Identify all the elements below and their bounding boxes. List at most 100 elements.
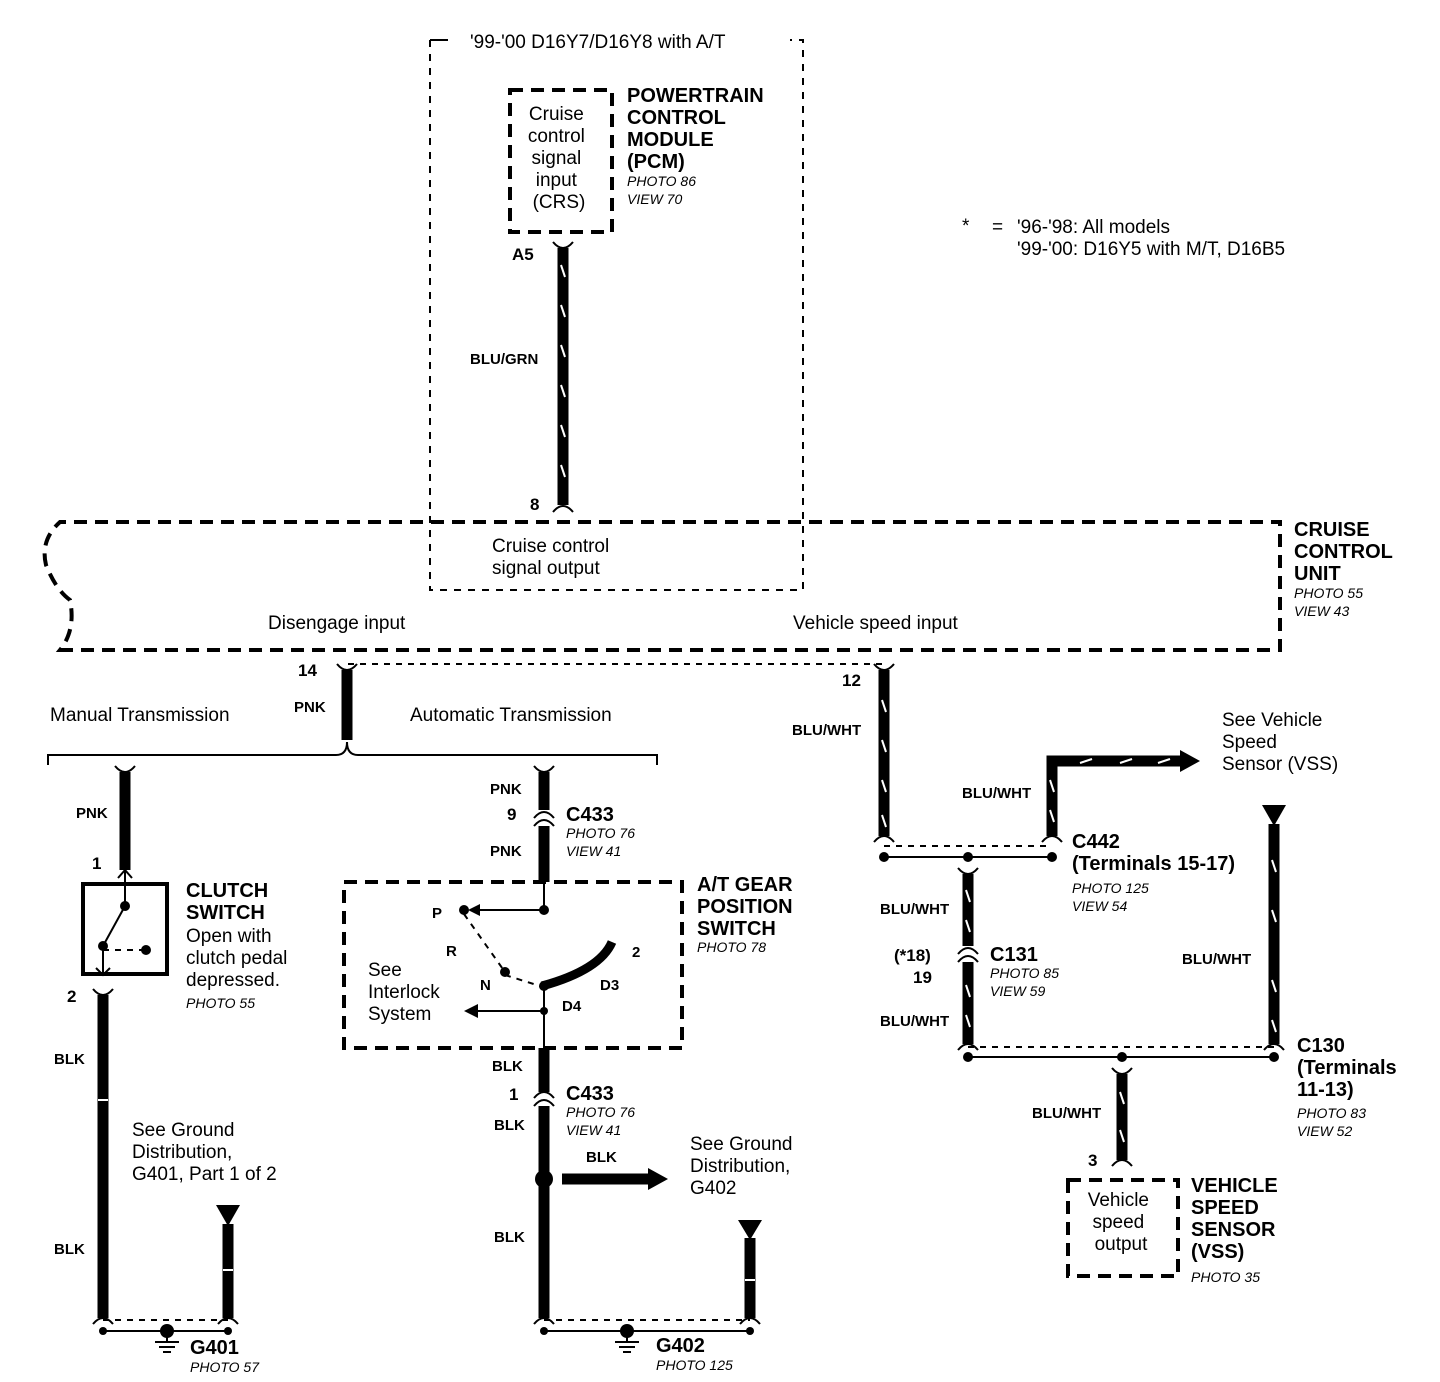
legend-equals: = [992,217,1003,238]
wire-label-blu-wht-3: BLU/WHT [880,901,949,918]
wire-label-blu-wht-1: BLU/WHT [792,722,861,739]
wire-label-blk-at-3: BLK [494,1229,525,1246]
c433-bot-refs: PHOTO 76 VIEW 41 [566,1104,639,1138]
vss-note: See Vehicle Speed Sensor (VSS) [1222,710,1338,775]
c433-top-pin-9: 9 [507,805,516,824]
c433-bot-pin-1: 1 [509,1085,518,1104]
wire-label-pnk-at-2: PNK [490,843,522,860]
ccu-signal-output-label: Cruise control signal output [492,536,615,579]
g401-reference-arrow [216,1205,240,1325]
pcm-inner-label: Cruise control signal input (CRS) [528,104,590,213]
ccu-pin-12: 12 [842,671,861,690]
wire-label-blu-wht-5: BLU/WHT [1182,951,1251,968]
wire-label-blu-grn: BLU/GRN [470,351,538,368]
c442-terminals: (Terminals 15-17) [1072,853,1235,875]
pcm-scope-box [429,39,804,591]
ccu-box [42,520,1282,652]
legend-line-1: '96-'98: All models [1017,217,1170,238]
ground-note-g401: See Ground Distribution, G401, Part 1 of… [132,1120,277,1185]
wire-label-pnk-main: PNK [294,699,326,716]
pcm-scope-label: '99-'00 D16Y7/D16Y8 with A/T [470,32,726,53]
ccu-pin-14: 14 [298,661,317,680]
pnk-clutch-wire [114,765,136,870]
pnk-at-wire [533,765,555,882]
c442-splice [879,852,1057,862]
gear-pos-r: R [446,943,457,960]
gear-pos-2: 2 [632,944,640,961]
clutch-switch-contacts [95,868,151,977]
g401-title: G401 [190,1337,239,1359]
wire-label-blk-g402: BLK [586,1149,617,1166]
gear-pos-d3: D3 [600,977,619,994]
interlock-note: See Interlock System [368,960,445,1025]
ccu-speed-input-label: Vehicle speed input [793,613,959,634]
c131-pin-alt: (*18) [894,946,931,965]
legend-line-2: '99-'00: D16Y5 with M/T, D16B5 [1017,239,1285,260]
g401-ref: PHOTO 57 [190,1359,260,1375]
c130-title: C130 [1297,1035,1345,1057]
transmission-bracket [47,741,658,765]
blu-wht-vss-wire [1111,1067,1133,1167]
c130-terminals: (Terminals 11-13) [1297,1057,1402,1101]
gear-switch-contacts [459,882,617,1048]
g401-ground-symbol [99,1324,232,1353]
vss-reference-wire-right [1262,805,1286,1051]
g402-title: G402 [656,1335,705,1357]
wire-label-blk-at-1: BLK [492,1058,523,1075]
clutch-switch-ref: PHOTO 55 [186,995,255,1011]
pcm-inner-box [508,88,614,234]
wire-label-blk-at-2: BLK [494,1117,525,1134]
wire-label-blu-wht-2: BLU/WHT [962,785,1031,802]
pcm-pin-a5: A5 [512,245,534,264]
wire-label-blk-clutch-1: BLK [54,1051,85,1068]
vss-inner-box [1066,1178,1180,1278]
gear-switch-ref: PHOTO 78 [697,939,766,955]
pnk-main-wire [336,663,358,740]
gear-pos-p: P [432,905,442,922]
blu-grn-wire [552,241,574,513]
gear-switch-title: A/T GEAR POSITION SWITCH [697,874,798,940]
wire-label-blu-wht-6: BLU/WHT [1032,1105,1101,1122]
gear-pos-n: N [480,977,491,994]
blu-wht-ccu-wire [873,663,895,843]
blu-wht-c131-wire [957,867,979,1051]
wire-label-blu-wht-4: BLU/WHT [880,1013,949,1030]
ccu-title: CRUISE CONTROL UNIT [1294,519,1398,585]
clutch-pin-1: 1 [92,854,101,873]
ground-note-g402: See Ground Distribution, G402 [690,1134,798,1199]
pcm-refs: PHOTO 86 VIEW 70 [627,173,700,207]
wire-label-blk-clutch-2: BLK [54,1241,85,1258]
c442-title: C442 [1072,831,1120,853]
clutch-pin-2: 2 [67,987,76,1006]
vss-inner-label: Vehicle speed output [1088,1190,1155,1255]
wire-label-pnk-at-1: PNK [490,781,522,798]
c433-bot-title: C433 [566,1083,614,1105]
c131-pin: 19 [913,968,932,987]
vss-title: VEHICLE SPEED SENSOR (VSS) [1191,1175,1283,1263]
g402-ref: PHOTO 125 [656,1357,733,1373]
wire-label-pnk-clutch: PNK [76,805,108,822]
c131-title: C131 [990,944,1038,966]
legend-star: * [962,216,970,237]
vss-ref: PHOTO 35 [1191,1269,1260,1285]
blk-at-wire [533,1048,668,1325]
c131-refs: PHOTO 85 VIEW 59 [990,965,1063,999]
gear-switch-box [342,880,684,1050]
ccu-refs: PHOTO 55 VIEW 43 [1294,585,1367,619]
g402-ground-symbol [540,1324,754,1353]
gear-pos-d4: D4 [562,998,582,1015]
c442-refs: PHOTO 125 VIEW 54 [1072,880,1153,914]
ccu-disengage-label: Disengage input [268,613,406,634]
manual-transmission-label: Manual Transmission [50,705,230,726]
c433-top-title: C433 [566,804,614,826]
vss-reference-wire-top [1041,750,1200,843]
g402-reference-arrow [738,1220,762,1325]
clutch-switch-title: CLUTCH SWITCH [186,880,274,924]
blk-clutch-ground-wire [92,988,114,1325]
pcm-title: POWERTRAIN CONTROL MODULE (PCM) [627,85,769,173]
c433-top-refs: PHOTO 76 VIEW 41 [566,825,639,859]
vss-pin-3: 3 [1088,1151,1097,1170]
c130-splice [963,1052,1279,1062]
automatic-transmission-label: Automatic Transmission [410,705,612,726]
